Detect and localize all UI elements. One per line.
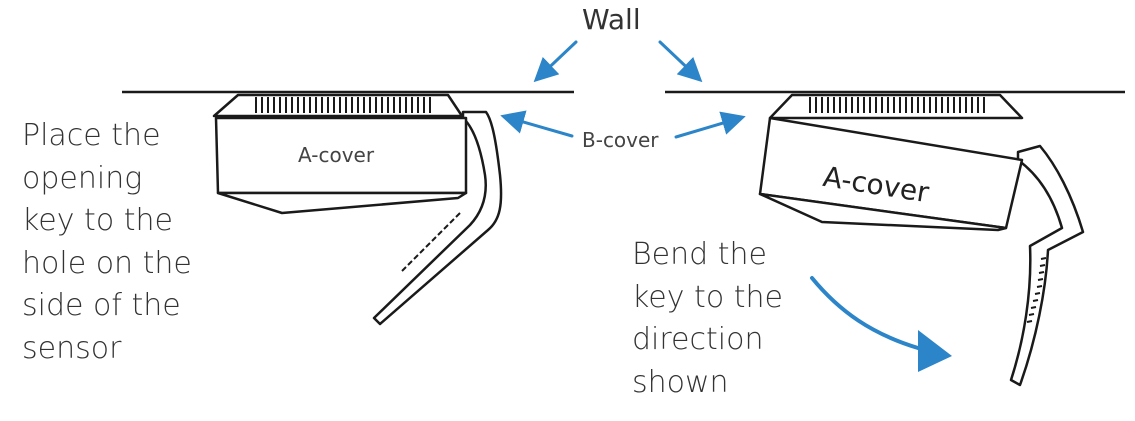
left-instruction-line: opening: [22, 160, 143, 196]
right-instruction-line: shown: [632, 364, 729, 400]
right-vent-slots: [809, 97, 985, 113]
left-instruction: Place the opening key to the hole on the…: [22, 115, 192, 370]
right-instruction-line: key to the: [632, 279, 783, 315]
right-key-teeth: [1026, 257, 1047, 323]
left-sensor: [212, 93, 503, 326]
a-cover-label-left: A-cover: [298, 143, 375, 167]
b-cover-label: B-cover: [582, 128, 659, 152]
left-instruction-line: hole on the: [22, 245, 192, 281]
right-instruction: Bend the key to the direction shown: [632, 234, 783, 404]
left-instruction-line: key to the: [22, 203, 173, 238]
left-vent-slots: [255, 97, 431, 113]
wall-arrow-left: [533, 40, 578, 83]
right-instruction-line: direction: [632, 322, 764, 357]
b-cover-arrow-right: [674, 111, 746, 139]
right-instruction-line: Bend the: [632, 237, 767, 272]
wall-label: Wall: [582, 3, 641, 36]
left-instruction-line: sensor: [22, 330, 122, 366]
bend-direction-arrowhead: [918, 330, 952, 372]
left-instruction-line: side of the: [22, 288, 181, 323]
wall-arrow-right: [658, 40, 703, 83]
bend-direction-arrow: [810, 276, 920, 350]
left-instruction-line: Place the: [22, 118, 161, 153]
left-key-teeth: [401, 212, 461, 272]
b-cover-arrow-left: [500, 110, 574, 138]
